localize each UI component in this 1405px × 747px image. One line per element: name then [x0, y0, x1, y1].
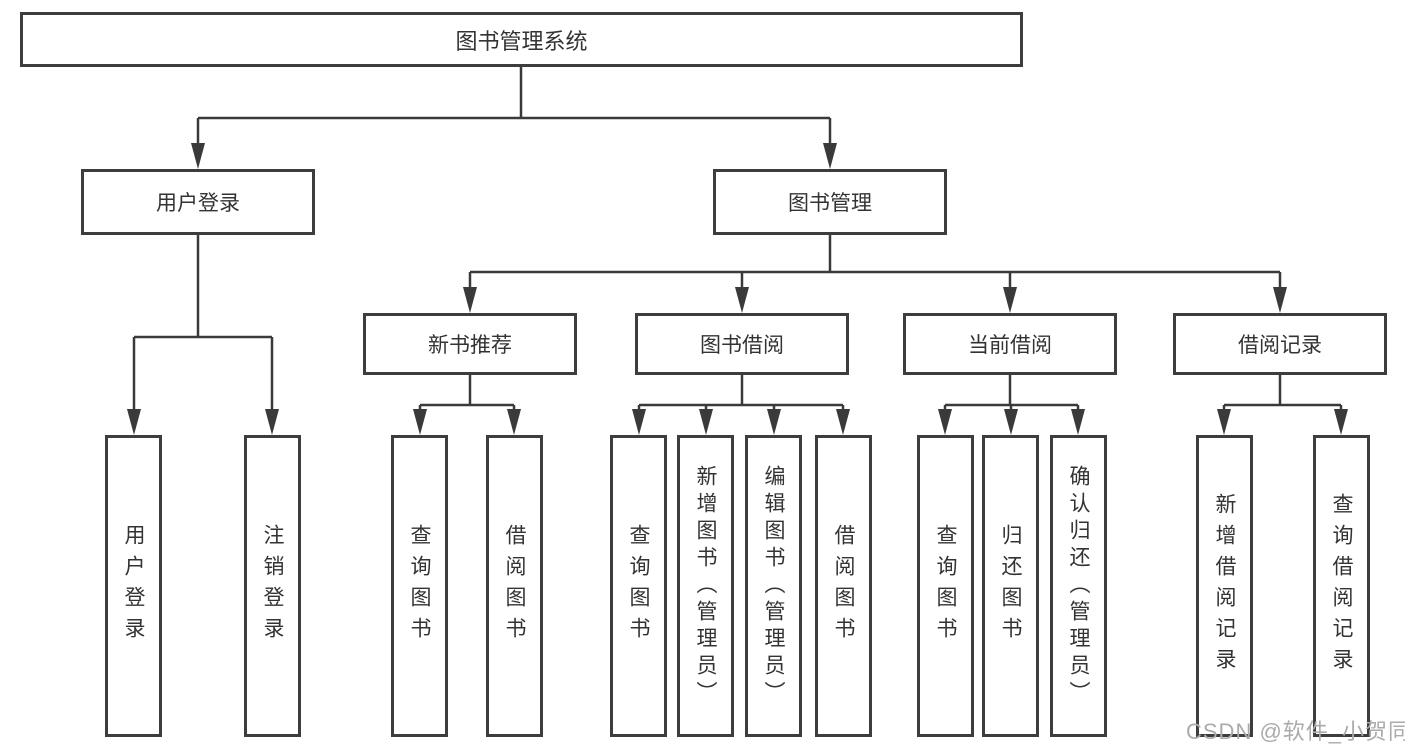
- node-label: 借阅图书: [832, 524, 855, 648]
- leaf-user-login: 用户登录: [105, 435, 162, 737]
- leaf-records-add-record: 新增借阅记录: [1196, 435, 1253, 737]
- node-borrow-records: 借阅记录: [1173, 313, 1387, 375]
- node-label: 新增借阅记录: [1213, 493, 1236, 679]
- leaf-logout: 注销登录: [244, 435, 301, 737]
- node-label: 图书管理系统: [455, 28, 588, 54]
- node-label: 查询图书: [934, 524, 957, 648]
- csdn-watermark: CSDN @软件_小贺同学: [1186, 719, 1405, 744]
- node-label: 借阅记录: [1238, 334, 1322, 357]
- node-library-management-system: 图书管理系统: [20, 12, 1023, 67]
- node-label: 确认归还（管理员）: [1067, 464, 1090, 708]
- leaf-borrow-query-book: 查询图书: [610, 435, 667, 737]
- node-label: 用户登录: [122, 524, 145, 648]
- node-label: 图书管理: [788, 192, 872, 215]
- node-label: 新书推荐: [428, 334, 512, 357]
- node-label: 图书借阅: [700, 334, 784, 357]
- node-label: 查询图书: [627, 524, 650, 648]
- leaf-borrow-edit-book-admin: 编辑图书（管理员）: [745, 435, 802, 737]
- node-new-book-recommend: 新书推荐: [363, 313, 577, 375]
- node-current-borrow: 当前借阅: [903, 313, 1117, 375]
- node-user-login: 用户登录: [81, 169, 315, 235]
- node-label: 查询借阅记录: [1330, 493, 1353, 679]
- node-label: 借阅图书: [503, 524, 526, 648]
- node-label: 当前借阅: [968, 334, 1052, 357]
- leaf-current-return-book: 归还图书: [982, 435, 1039, 737]
- leaf-records-query-record: 查询借阅记录: [1313, 435, 1370, 737]
- node-label: 用户登录: [156, 192, 240, 215]
- leaf-borrow-borrow-book: 借阅图书: [815, 435, 872, 737]
- node-label: 编辑图书（管理员）: [762, 464, 785, 708]
- node-label: 查询图书: [408, 524, 431, 648]
- leaf-current-confirm-return-admin: 确认归还（管理员）: [1050, 435, 1107, 737]
- node-book-management: 图书管理: [713, 169, 947, 235]
- node-label: 新增图书（管理员）: [694, 464, 717, 708]
- node-book-borrow: 图书借阅: [635, 313, 849, 375]
- node-label: 归还图书: [999, 524, 1022, 648]
- leaf-current-query-book: 查询图书: [917, 435, 974, 737]
- node-label: 注销登录: [261, 524, 284, 648]
- leaf-borrow-add-book-admin: 新增图书（管理员）: [677, 435, 734, 737]
- leaf-newbooks-query-book: 查询图书: [391, 435, 448, 737]
- leaf-newbooks-borrow-book: 借阅图书: [486, 435, 543, 737]
